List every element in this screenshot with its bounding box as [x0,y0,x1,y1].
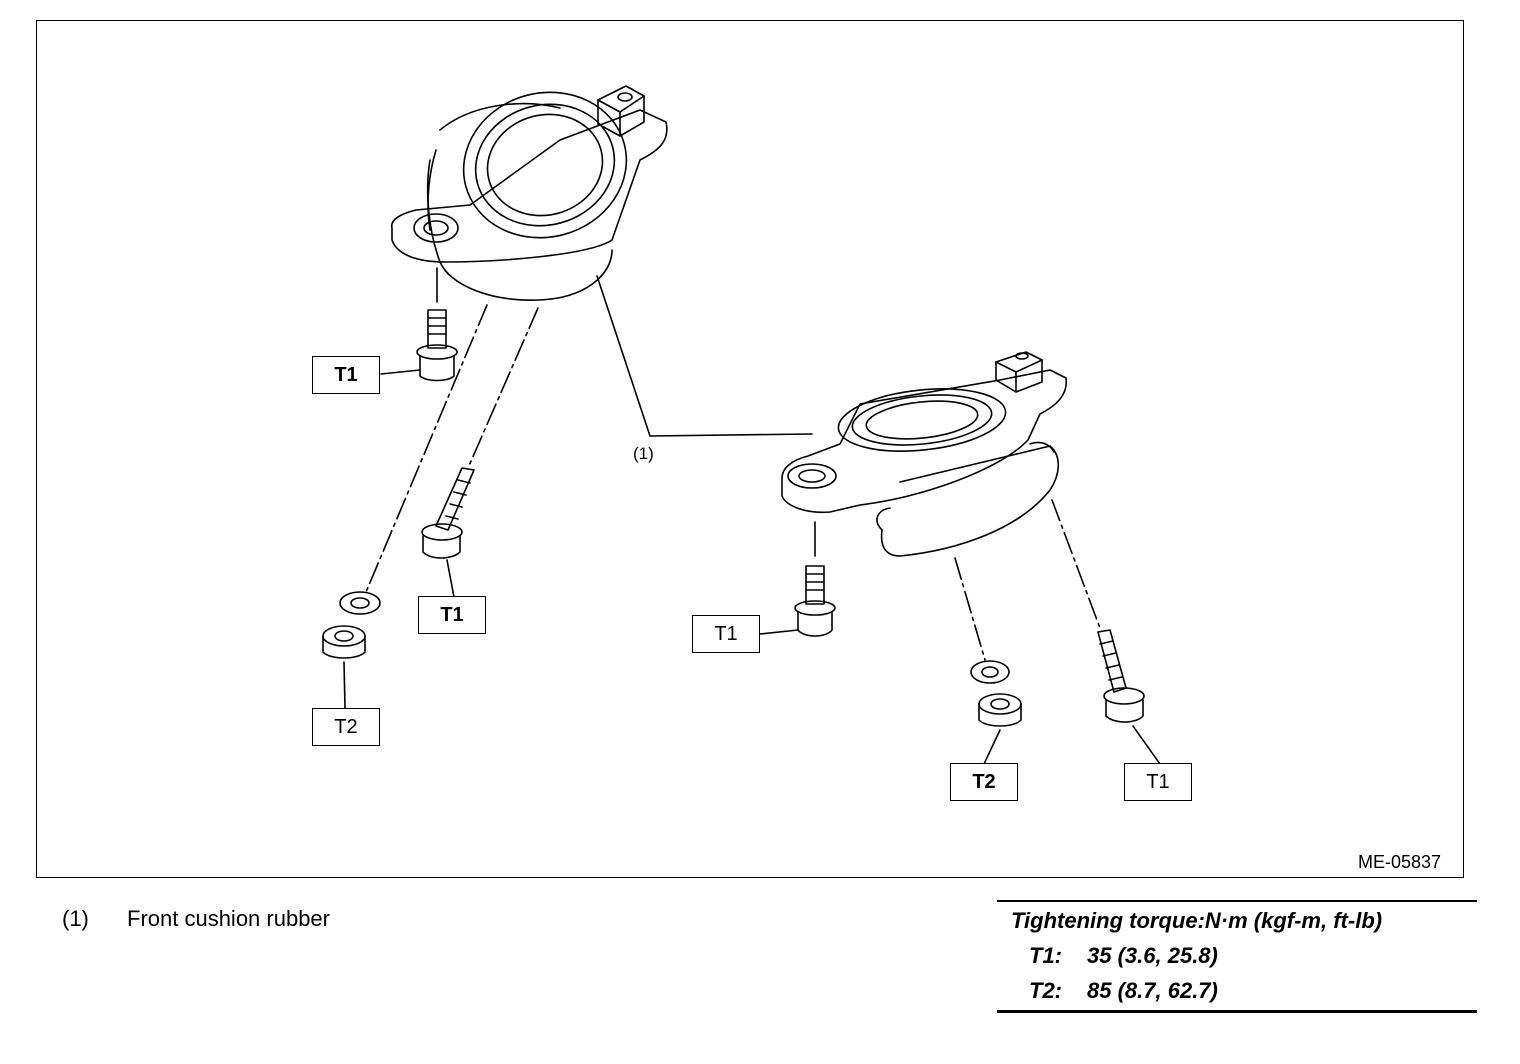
torque-table: Tightening torque:N·m (kgf-m, ft-lb) T1:… [997,900,1477,1013]
legend: (1) Front cushion rubber [62,906,330,932]
torque-callout-t2-upper: T2 [312,708,380,746]
torque-callout-t1-lower-left: T1 [692,615,760,653]
figure-code: ME-05837 [1358,852,1442,872]
cushion-rubber-lower [781,351,1068,557]
washer-nut-lower [970,660,1022,727]
cushion-rubber-upper [391,85,668,301]
torque-callout-t2-lower: T2 [950,763,1018,801]
torque-row-key: T1: [1029,943,1062,968]
torque-callout-t1-lower-right: T1 [1124,763,1192,801]
torque-row-value: 35 (3.6, 25.8) [1087,943,1218,968]
bolt-lower-short [794,565,836,637]
legend-item-text: Front cushion rubber [127,906,330,931]
torque-row-value: 85 (8.7, 62.7) [1087,978,1218,1003]
torque-row: T1: 35 (3.6, 25.8) [997,938,1477,973]
bolt-lower-right-long [1097,629,1145,723]
bolt-upper-left-short [416,309,458,382]
legend-item-number: (1) [62,906,89,931]
figure-frame [36,20,1464,878]
torque-table-header: Tightening torque:N·m (kgf-m, ft-lb) [1011,908,1383,933]
bolt-upper-middle-long [421,467,475,559]
torque-callout-t1-upper-left: T1 [312,356,380,394]
washer-nut-upper [322,591,381,659]
torque-row: T2: 85 (8.7, 62.7) [997,973,1477,1008]
torque-callout-t1-upper-middle: T1 [418,596,486,634]
torque-row-key: T2: [1029,978,1062,1003]
part-reference-label: (1) [633,444,654,463]
